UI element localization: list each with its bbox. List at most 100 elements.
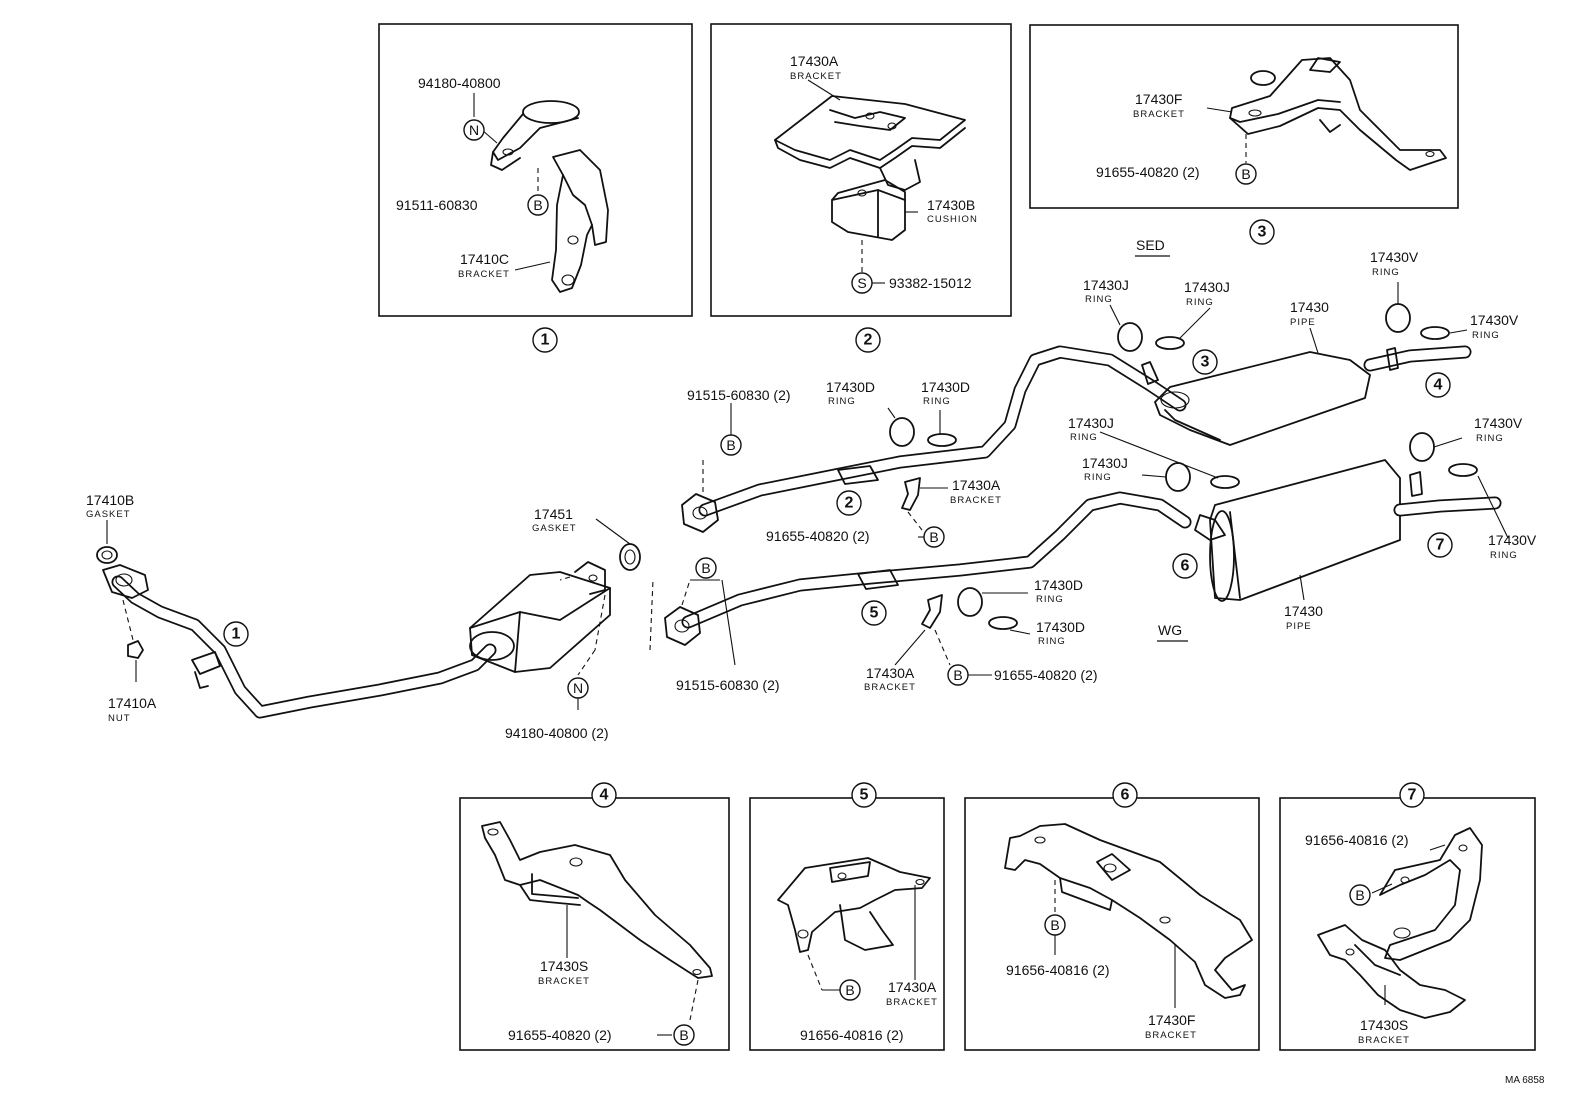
part-name-label: BRACKET	[1133, 109, 1185, 120]
bolt-symbol: B	[1044, 914, 1066, 936]
svg-text:2: 2	[864, 332, 873, 349]
ring-17430v-drawing	[1409, 432, 1435, 462]
part-number-label: 17430D	[1034, 577, 1083, 593]
leader	[595, 518, 631, 545]
svg-text:B: B	[1355, 887, 1364, 903]
part-number-label: 91515-60830 (2)	[676, 677, 780, 693]
leader	[907, 511, 923, 531]
bolt-symbol: B	[923, 526, 945, 548]
inset4-bracket-drawing	[481, 821, 713, 979]
ring-17430v-drawing	[1385, 303, 1411, 333]
leader	[577, 649, 596, 676]
part-name-label: GASKET	[532, 523, 577, 534]
part-name-label: RING	[1036, 594, 1064, 605]
part-name-label: RING	[1476, 433, 1504, 444]
svg-text:N: N	[469, 122, 479, 138]
svg-text:7: 7	[1436, 537, 1445, 554]
inset7-bracket-drawing	[1317, 827, 1483, 1019]
part-name-label: BRACKET	[458, 269, 510, 280]
ring-17430j-drawing	[1210, 475, 1240, 489]
view-number-2: 2	[855, 327, 881, 353]
svg-text:B: B	[679, 1027, 688, 1043]
part-number-label: 17430V	[1474, 415, 1523, 431]
part-number-label: 91655-40820 (2)	[508, 1027, 612, 1043]
svg-text:B: B	[929, 529, 938, 545]
leader	[1309, 327, 1319, 354]
view-number-2: 2	[836, 490, 862, 516]
part-number-label: 94180-40800	[418, 75, 501, 91]
leader	[1179, 307, 1211, 339]
part-number-label: 91656-40816 (2)	[800, 1027, 904, 1043]
part-number-label: 17430F	[1135, 91, 1182, 107]
part-name-label: GASKET	[86, 509, 131, 520]
svg-text:5: 5	[860, 787, 869, 804]
view-number-5: 5	[851, 782, 877, 808]
view-number-4: 4	[1425, 372, 1451, 398]
nut-17410a-drawing	[127, 640, 144, 659]
part-name-label: PIPE	[1290, 317, 1316, 328]
part-name-label: PIPE	[1286, 621, 1312, 632]
part-number-label: 17430A	[790, 53, 839, 69]
leader	[1109, 304, 1121, 326]
view-number-1: 1	[532, 327, 558, 353]
svg-text:4: 4	[600, 787, 609, 804]
inset3-bracket-drawing	[1229, 57, 1447, 171]
svg-text:3: 3	[1201, 354, 1210, 371]
part-name-label: RING	[1472, 330, 1500, 341]
svg-text:6: 6	[1181, 558, 1190, 575]
part-number-label: 17430D	[921, 379, 970, 395]
part-name-label: RING	[1372, 267, 1400, 278]
part-number-label: 17430	[1284, 603, 1323, 619]
inset-box-1	[378, 23, 693, 317]
part-number-label: 17430D	[1036, 619, 1085, 635]
part-number-label: 91511-60830	[396, 197, 478, 213]
part-number-label: 17410B	[86, 492, 134, 508]
leader	[807, 79, 841, 101]
svg-text:B: B	[845, 982, 854, 998]
part-name-label: BRACKET	[1145, 1030, 1197, 1041]
inset1-clamp-drawing	[490, 100, 609, 293]
part-number-label: 17430S	[540, 958, 588, 974]
svg-text:B: B	[1241, 166, 1250, 182]
part-name-label: NUT	[108, 713, 131, 724]
leader	[1141, 474, 1167, 478]
leader	[894, 629, 926, 666]
front-exhaust-pipe	[102, 564, 497, 719]
view-number-3: 3	[1192, 349, 1218, 375]
leader	[721, 579, 736, 666]
bolt-symbol: B	[947, 664, 969, 686]
svg-text:B: B	[953, 667, 962, 683]
part-number-label: 17430S	[1360, 1017, 1408, 1033]
leader	[1099, 431, 1219, 479]
variant-label-wagon: WG	[1158, 622, 1182, 638]
bolt-symbol: B	[1235, 163, 1257, 185]
part-number-label: 91656-40816 (2)	[1006, 962, 1110, 978]
part-name-label: BRACKET	[886, 997, 938, 1008]
view-number-4: 4	[591, 782, 617, 808]
ring-17430j-drawing	[1165, 462, 1191, 492]
part-number-label: 94180-40800 (2)	[505, 725, 609, 741]
view-number-7: 7	[1427, 532, 1453, 558]
part-name-label: BRACKET	[950, 495, 1002, 506]
part-number-label: 17430F	[1148, 1012, 1195, 1028]
svg-text:3: 3	[1258, 224, 1267, 241]
part-number-label: 17410C	[460, 251, 509, 267]
inset-box-4	[459, 797, 730, 1051]
part-number-label: 17430A	[888, 979, 937, 995]
part-number-label: 91655-40820 (2)	[766, 528, 870, 544]
part-number-label: 91515-60830 (2)	[687, 387, 791, 403]
leader	[1429, 844, 1446, 851]
svg-text:N: N	[573, 680, 583, 696]
sedan-pipe-upper	[681, 345, 1472, 533]
view-number-1: 1	[223, 621, 249, 647]
leader	[1449, 329, 1468, 334]
bracket-17430a-drawing	[901, 477, 921, 511]
part-name-label: CUSHION	[927, 214, 978, 225]
leader	[1009, 629, 1031, 635]
ring-17430d-drawing	[889, 417, 915, 447]
inset-box-3	[1029, 24, 1459, 209]
part-name-label: BRACKET	[538, 976, 590, 987]
part-number-label: 17430	[1290, 299, 1329, 315]
part-number-label: 93382-15012	[889, 275, 972, 291]
